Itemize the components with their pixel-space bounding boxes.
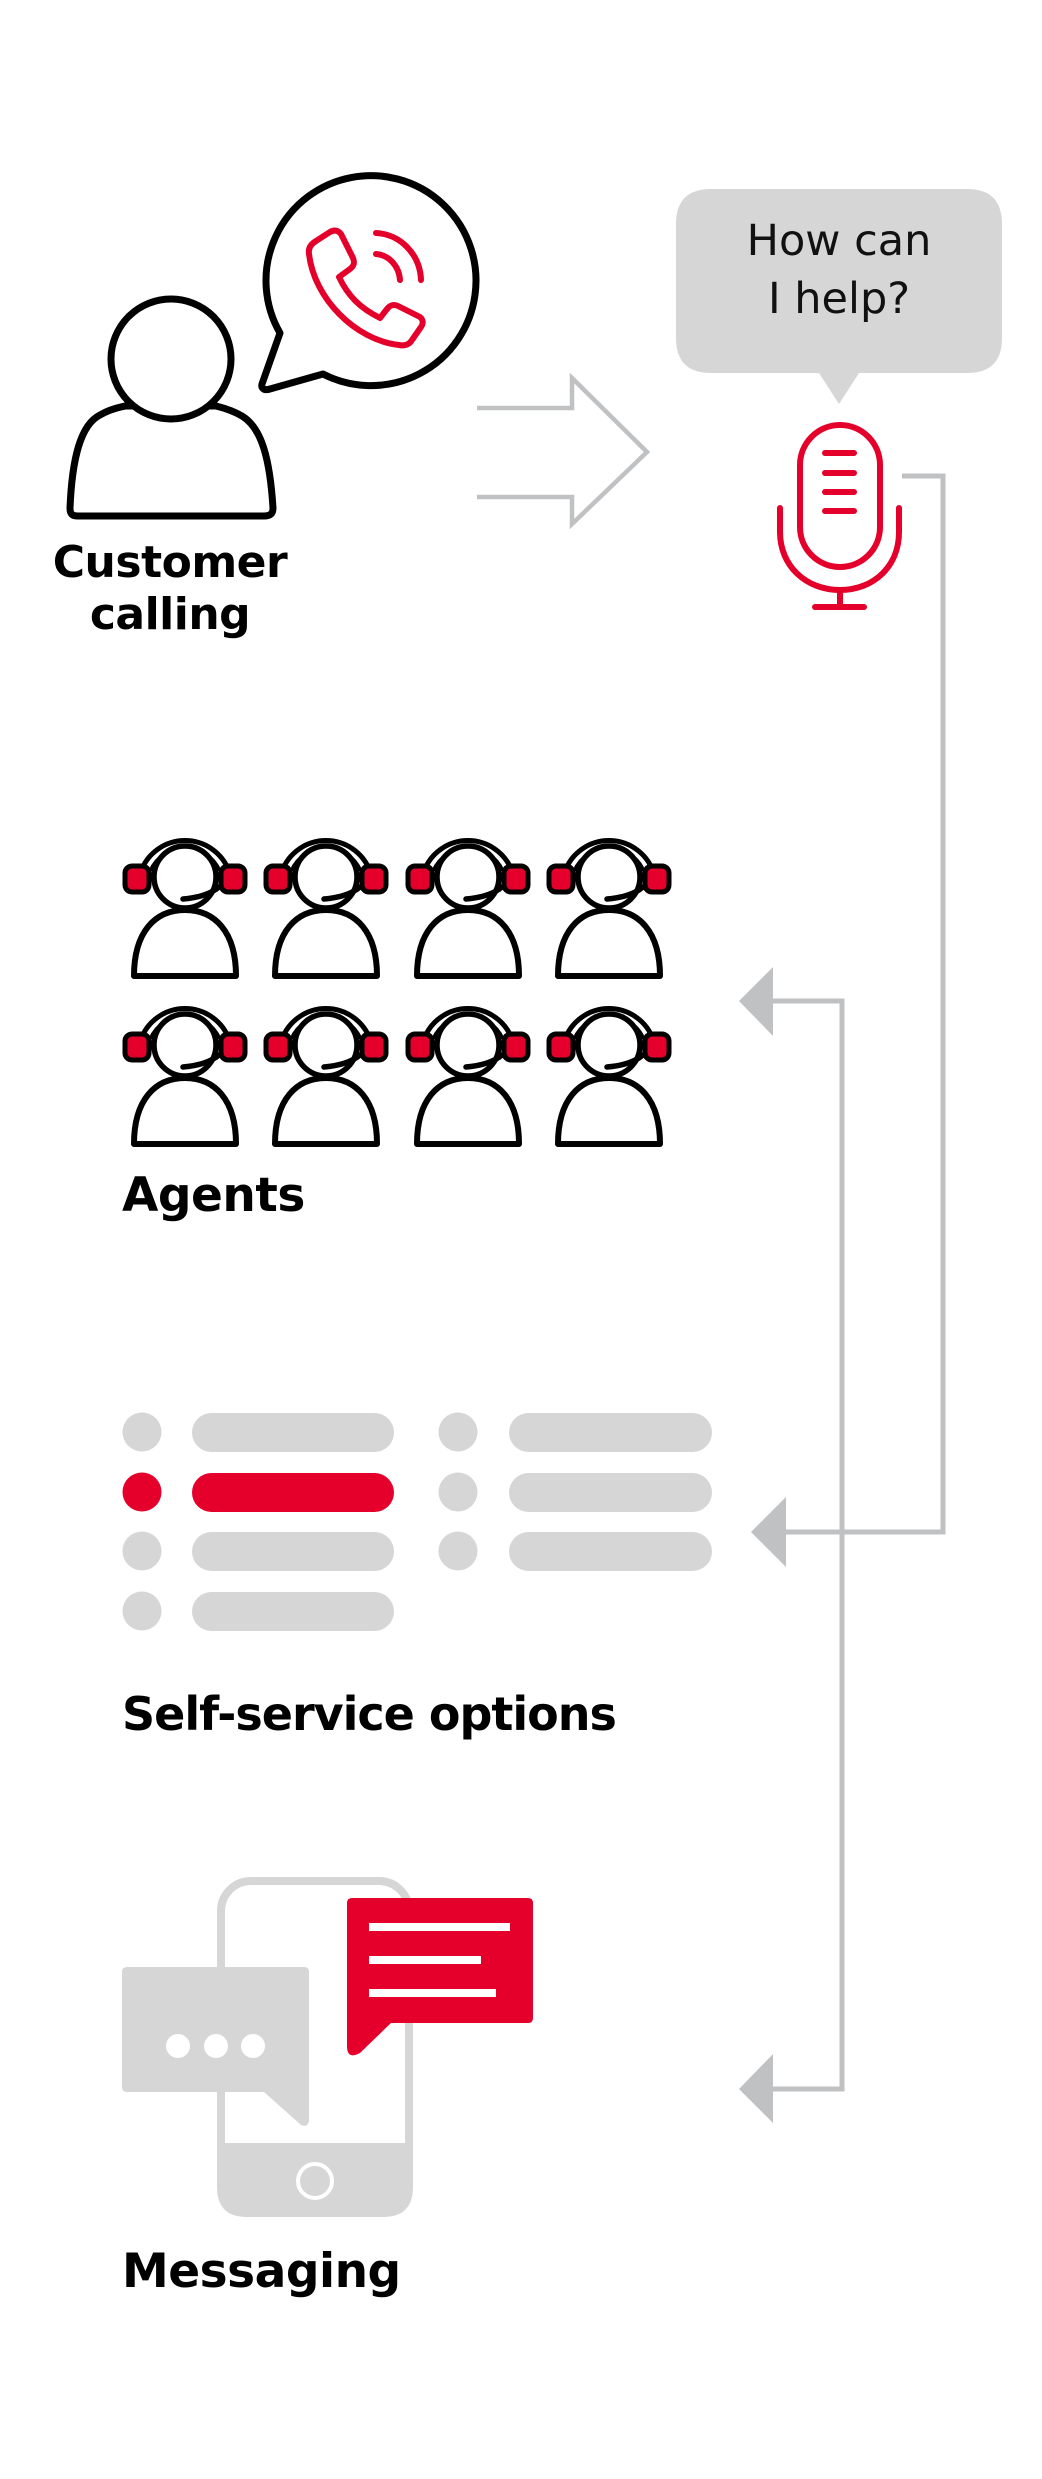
agent-icon	[549, 841, 669, 976]
customer-label-line-2: calling	[89, 589, 251, 640]
option-bar	[192, 1413, 394, 1452]
agents-grid	[125, 841, 669, 1144]
messaging-label: Messaging	[122, 2244, 401, 2299]
option-bullet	[438, 1412, 478, 1452]
flow-connectors	[773, 473, 946, 2092]
option-bullet	[438, 1531, 478, 1571]
speech-bubble-icon	[258, 172, 480, 394]
connector-ivr-to-self-service	[786, 473, 946, 1535]
agent-icon	[549, 1009, 669, 1144]
ivr-prompt-text: How can I help?	[676, 212, 1002, 328]
agent-icon	[266, 841, 386, 976]
agent-icon	[408, 1009, 528, 1144]
self-service-label: Self-service options	[122, 1687, 617, 1741]
option-bar	[509, 1413, 712, 1452]
ivr-speech-bubble	[676, 189, 1002, 404]
customer-label-line-1: Customer	[52, 537, 288, 588]
microphone-icon	[777, 422, 902, 610]
option-bar	[192, 1532, 394, 1571]
arrow-to-self-service-icon	[751, 1497, 786, 1567]
self-service-menu	[122, 1412, 712, 1631]
arrow-to-messaging-icon	[739, 2054, 773, 2123]
agents-label: Agents	[122, 1168, 305, 1223]
message-bubble-icon	[347, 1898, 533, 2056]
option-bar	[509, 1473, 712, 1512]
option-bar-selected	[192, 1473, 394, 1512]
option-bullet	[122, 1591, 162, 1631]
agent-icon	[125, 841, 245, 976]
customer-person-icon	[66, 295, 277, 520]
typing-bubble-icon	[122, 1967, 309, 2126]
right-arrow-icon	[477, 372, 651, 530]
phone-ringing-icon	[305, 227, 426, 349]
agent-icon	[266, 1009, 386, 1144]
arrow-to-agents-icon	[739, 967, 773, 1036]
option-bar	[192, 1592, 394, 1631]
option-bullet	[122, 1531, 162, 1571]
option-bullet-selected	[122, 1472, 162, 1512]
option-bullet	[122, 1412, 162, 1452]
home-button-icon	[296, 2162, 334, 2200]
agent-icon	[125, 1009, 245, 1144]
option-bar	[509, 1532, 712, 1571]
customer-label: Customer calling	[20, 537, 320, 641]
ivr-prompt-line-2: I help?	[767, 274, 911, 324]
option-bullet	[438, 1472, 478, 1512]
agent-icon	[408, 841, 528, 976]
arrowheads	[739, 967, 786, 2123]
ivr-prompt-line-1: How can	[746, 216, 932, 266]
connector-to-agents	[773, 998, 845, 2092]
